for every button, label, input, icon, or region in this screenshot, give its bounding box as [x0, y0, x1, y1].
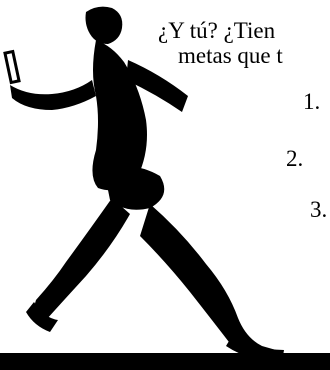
list-item-1: 1. [303, 89, 321, 114]
bottom-bar [0, 353, 330, 370]
runner-with-baton-icon [3, 6, 284, 362]
question-line-1: ¿Y tú? ¿Tien [158, 18, 276, 43]
list-item-2: 2. [286, 146, 304, 171]
question-line-2: metas que t [178, 43, 283, 68]
list-item-3: 3. [310, 197, 328, 222]
